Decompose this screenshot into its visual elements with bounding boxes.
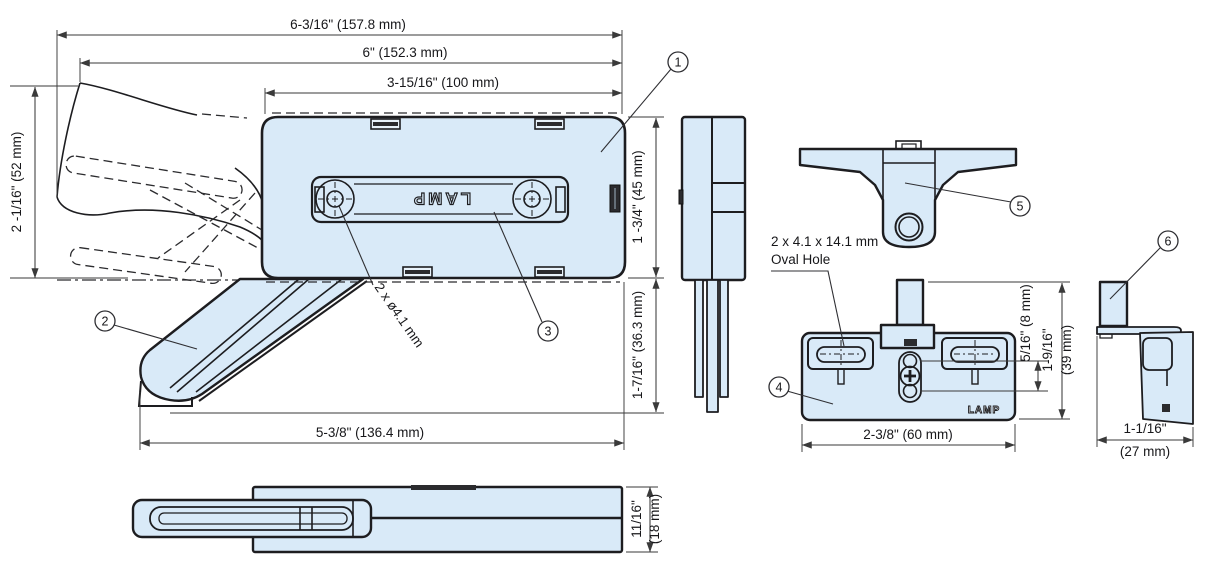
dim-plate-depth-mm: (27 mm) [1120,444,1170,459]
callout-5-number: 5 [1017,200,1024,214]
callout-3: 3 [537,320,559,342]
oval-hole-left [816,340,866,385]
callout-6-number: 6 [1165,235,1172,249]
plate-front-view: LAMP [800,278,1017,422]
pivot-hole-left [315,179,355,219]
dim-thickness-mm: (18 mm) [647,494,662,544]
brand-logo-plate: LAMP [968,405,1000,416]
stay-arm [137,277,368,407]
callout-4: 4 [768,376,790,398]
dim-overall-width: 6-3/16" (157.8 mm) [290,17,406,32]
dim-plate-height-mm: (39 mm) [1059,325,1074,375]
dimension-lines [31,31,1194,553]
case-side-latch [609,184,621,213]
case-side-view [678,115,747,413]
dim-plate-height-in: 1-9/16" [1040,328,1055,371]
callout-3-number: 3 [545,325,552,339]
slide-slot: LAMP [310,175,570,224]
dim-width-total: 6" (152.3 mm) [362,45,447,60]
callout-1: 1 [667,51,689,73]
dim-plate-depth-in: 1-1/16" [1123,421,1166,436]
note-oval-hole-label: Oval Hole [771,252,830,267]
callout-6: 6 [1157,230,1179,252]
leader-lines [113,68,1161,405]
dim-mount-holes: 2 x ø4.1 mm [372,280,427,350]
dim-open-height: 2 -1/16" (52 mm) [9,132,24,233]
callout-balloons: 1 2 3 4 5 6 [94,51,1179,398]
dim-stay-length: 5-3/8" (136.4 mm) [316,425,424,440]
adjustment-screw [898,351,922,403]
callout-2-number: 2 [102,315,109,329]
dim-body-width: 3-15/16" (100 mm) [387,75,499,90]
bracket-view [798,140,1018,249]
callout-1-number: 1 [675,56,682,70]
oval-hole-right [950,340,1000,385]
extension-lines [10,30,1194,553]
callout-5: 5 [1009,195,1031,217]
phillips-cross-icon [904,370,916,382]
plate-side-view [1096,280,1194,425]
case-tab [370,118,565,278]
dim-body-height: 1 -3/4" (45 mm) [630,150,645,243]
dim-drop-below: 1-7/16" (36.3 mm) [630,291,645,399]
note-oval-hole-size: 2 x 4.1 x 14.1 mm [771,234,878,249]
main-case-top-view: LAMP [260,115,627,283]
dim-plate-width: 2-3/8" (60 mm) [863,427,953,442]
brand-logo-main: LAMP [411,189,471,208]
callout-4-number: 4 [776,381,783,395]
dim-thickness-in: 11/16" [629,500,644,538]
callout-2: 2 [94,310,116,332]
closed-bottom-view [131,485,624,554]
pivot-hole-right [512,179,552,219]
dim-plate-offset: 5/16" (8 mm) [1018,284,1033,362]
